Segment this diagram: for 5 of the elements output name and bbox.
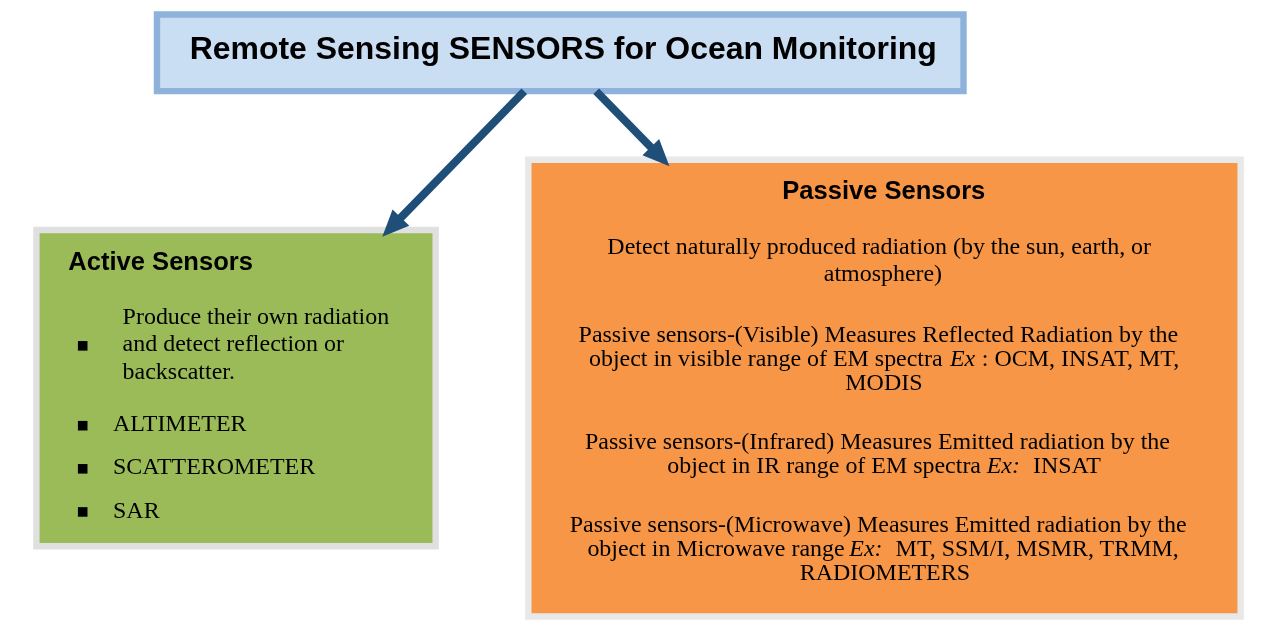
node-box: Remote Sensing SENSORS for Ocean Monitoring — [153, 11, 967, 95]
node-box: Active Sensors Produce their own radiation and detect reflection or backscatter. ALTIMETER SCATTEROMETER SAR — [33, 226, 439, 550]
arrow — [382, 88, 528, 237]
arrow — [593, 88, 670, 167]
node-box: Passive Sensors Detect naturally produced radiation (by the sun, earth, or atmosphere) Passive sensors-(Visible) Measures Reflected Radiation by the object in visible range of EM spectra Ex: OCM, INSAT, MT, MODIS Passive sensors-(Infrared) Measures Emitted radiation by the object in IR range of EM spectra Ex: INSAT Passive sensors-(Microwave) Measures Emitted radiation by the object in Microwave range Ex: MT, SSM/I, MSMR, TRMM, RADIOMETERS — [525, 156, 1244, 620]
